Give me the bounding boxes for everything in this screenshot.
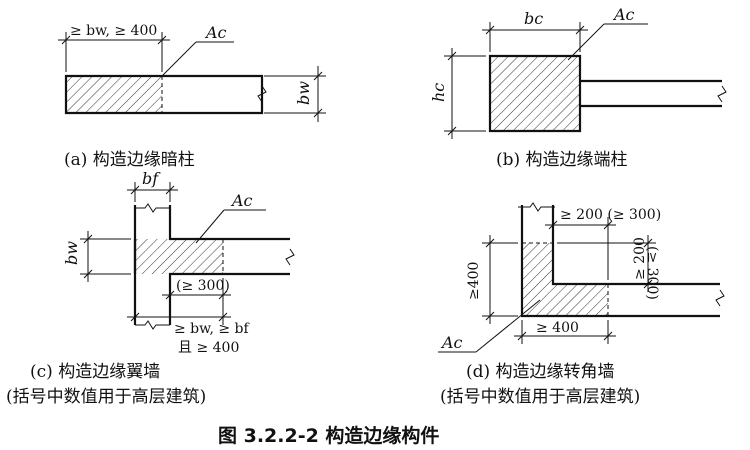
c-len-label-1: ≥ bw, ≥ bf [174, 321, 251, 337]
c-tick-len-right [218, 312, 228, 322]
b-bc-label: bc [524, 9, 543, 28]
d-break-top [518, 202, 555, 212]
b-break-mark [717, 85, 727, 103]
b-wall-outline [580, 79, 722, 108]
figure-title: 图 3.2.2-2 构造边缘构件 [218, 424, 439, 447]
c-ac-label: Ac [230, 191, 253, 210]
a-wall-outline [64, 74, 264, 115]
d-400v-label: ≥400 [466, 262, 482, 300]
c-bf-label: bf [142, 169, 161, 188]
d-ac-leader [475, 299, 541, 353]
diagram-d: ≥ 200 (≥ 300) ≥ 200 (≥ 300) ≥400 ≥ 400 A… [438, 202, 725, 407]
a-ac-leader [161, 41, 197, 77]
diagram-a: ≥ bw, ≥ 400 Ac bw (a) 构造边缘暗柱 [58, 23, 326, 170]
a-bw-label: bw [294, 81, 313, 105]
d-tick-v200-bottom [643, 279, 653, 289]
a-break-mark [257, 85, 267, 103]
d-top-label: ≥ 200 (≥ 300) [560, 207, 661, 223]
a-caption: (a) 构造边缘暗柱 [64, 150, 195, 170]
c-note: (括号中数值用于高层建筑) [6, 387, 206, 407]
a-ac-label: Ac [204, 23, 227, 42]
a-tick-left [61, 35, 71, 45]
a-tick-bottom [313, 108, 323, 118]
diagram-b: bc Ac hc (b) 构造边缘端柱 [429, 5, 727, 170]
c-tick-left [130, 185, 140, 195]
d-ac-label: Ac [440, 333, 463, 352]
a-tick-top [313, 71, 323, 81]
c-300-label: (≥ 300) [176, 278, 230, 294]
b-ac-leader [567, 23, 605, 61]
d-tick-top-left [548, 220, 558, 230]
d-hatched-area [522, 243, 608, 316]
c-tick-top [83, 234, 93, 244]
d-tick-v200-top [643, 238, 653, 248]
c-tick-right [165, 185, 175, 195]
c-break-bottom [135, 320, 170, 330]
c-caption: (c) 构造边缘翼墙 [30, 362, 160, 382]
c-break-right [285, 248, 295, 266]
c-tick-300-right [218, 290, 228, 300]
c-ac-leader [195, 209, 225, 244]
b-column-hatch [490, 56, 580, 131]
d-note: (括号中数值用于高层建筑) [440, 387, 640, 407]
c-len-label-2: 且 ≥ 400 [178, 340, 239, 356]
d-v300-label: (≥ 300) [644, 246, 660, 300]
b-tick-bottom [447, 126, 457, 136]
diagram-c: bf Ac bw (≥ 300) ≥ bw, ≥ bf 且 ≥ 400 (c) … [6, 169, 295, 407]
d-400h-label: ≥ 400 [536, 320, 579, 336]
d-v200-label: ≥ 200 [632, 237, 648, 280]
c-break-top [135, 203, 170, 213]
b-tick-top [447, 51, 457, 61]
b-column-outline [488, 54, 582, 133]
d-wall-outline [520, 205, 720, 318]
c-tick-bottom [83, 269, 93, 279]
d-tick-top-right [603, 220, 613, 230]
a-length-label: ≥ bw, ≥ 400 [70, 23, 157, 39]
b-ac-label: Ac [612, 5, 635, 24]
d-tick-left-top [485, 238, 495, 248]
b-tick-left [485, 25, 495, 35]
b-hc-label: hc [429, 83, 448, 102]
d-tick-bottom-left [517, 331, 527, 341]
d-tick-bottom-right [603, 331, 613, 341]
c-bw-label: bw [62, 241, 81, 265]
d-tick-left-bottom [485, 311, 495, 321]
c-hatched-area [135, 239, 223, 274]
d-caption: (d) 构造边缘转角墙 [466, 362, 615, 382]
b-tick-right [575, 25, 585, 35]
d-break-right [715, 289, 725, 307]
c-tick-300-left [165, 290, 175, 300]
a-hatched-area [66, 76, 162, 113]
a-tick-right [157, 35, 167, 45]
c-tick-len-left [130, 312, 140, 322]
b-caption: (b) 构造边缘端柱 [496, 150, 628, 170]
